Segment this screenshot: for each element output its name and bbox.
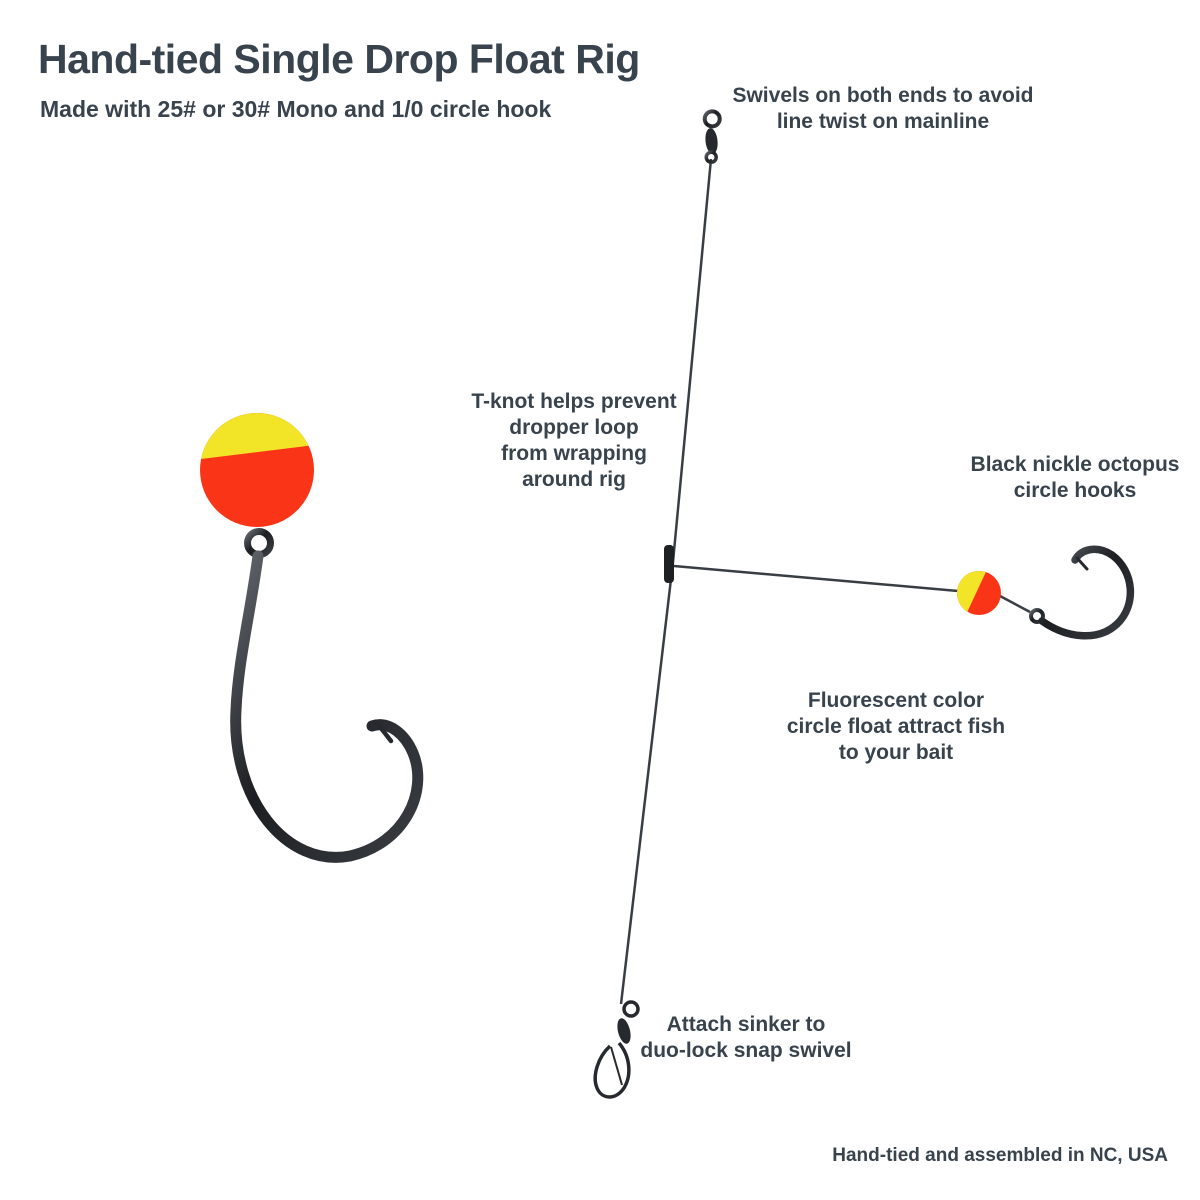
footer-credit: Hand-tied and assembled in NC, USA [832,1145,1168,1166]
float-closeup [200,413,314,527]
rig-float [957,571,1001,615]
annotation-sinker: Attach sinker to duo-lock snap swivel [640,1013,852,1063]
page-subtitle: Made with 25# or 30# Mono and 1/0 circle… [40,96,552,122]
circle-hook-closeup [230,528,424,863]
dropper-line [673,564,959,593]
annotation-t-knot: T-knot helps prevent dropper loop from w… [471,390,677,492]
barrel-swivel-icon [702,109,722,164]
page-title: Hand-tied Single Drop Float Rig [38,36,640,82]
snap-swivel-icon [593,1000,640,1099]
annotation-swivels: Swivels on both ends to avoid line twist… [732,84,1034,134]
rig-circle-hook [999,545,1134,640]
annotation-float: Fluorescent color circle float attract f… [786,689,1006,765]
annotation-hooks: Black nickle octopus circle hooks [970,453,1180,503]
t-knot [664,545,674,583]
